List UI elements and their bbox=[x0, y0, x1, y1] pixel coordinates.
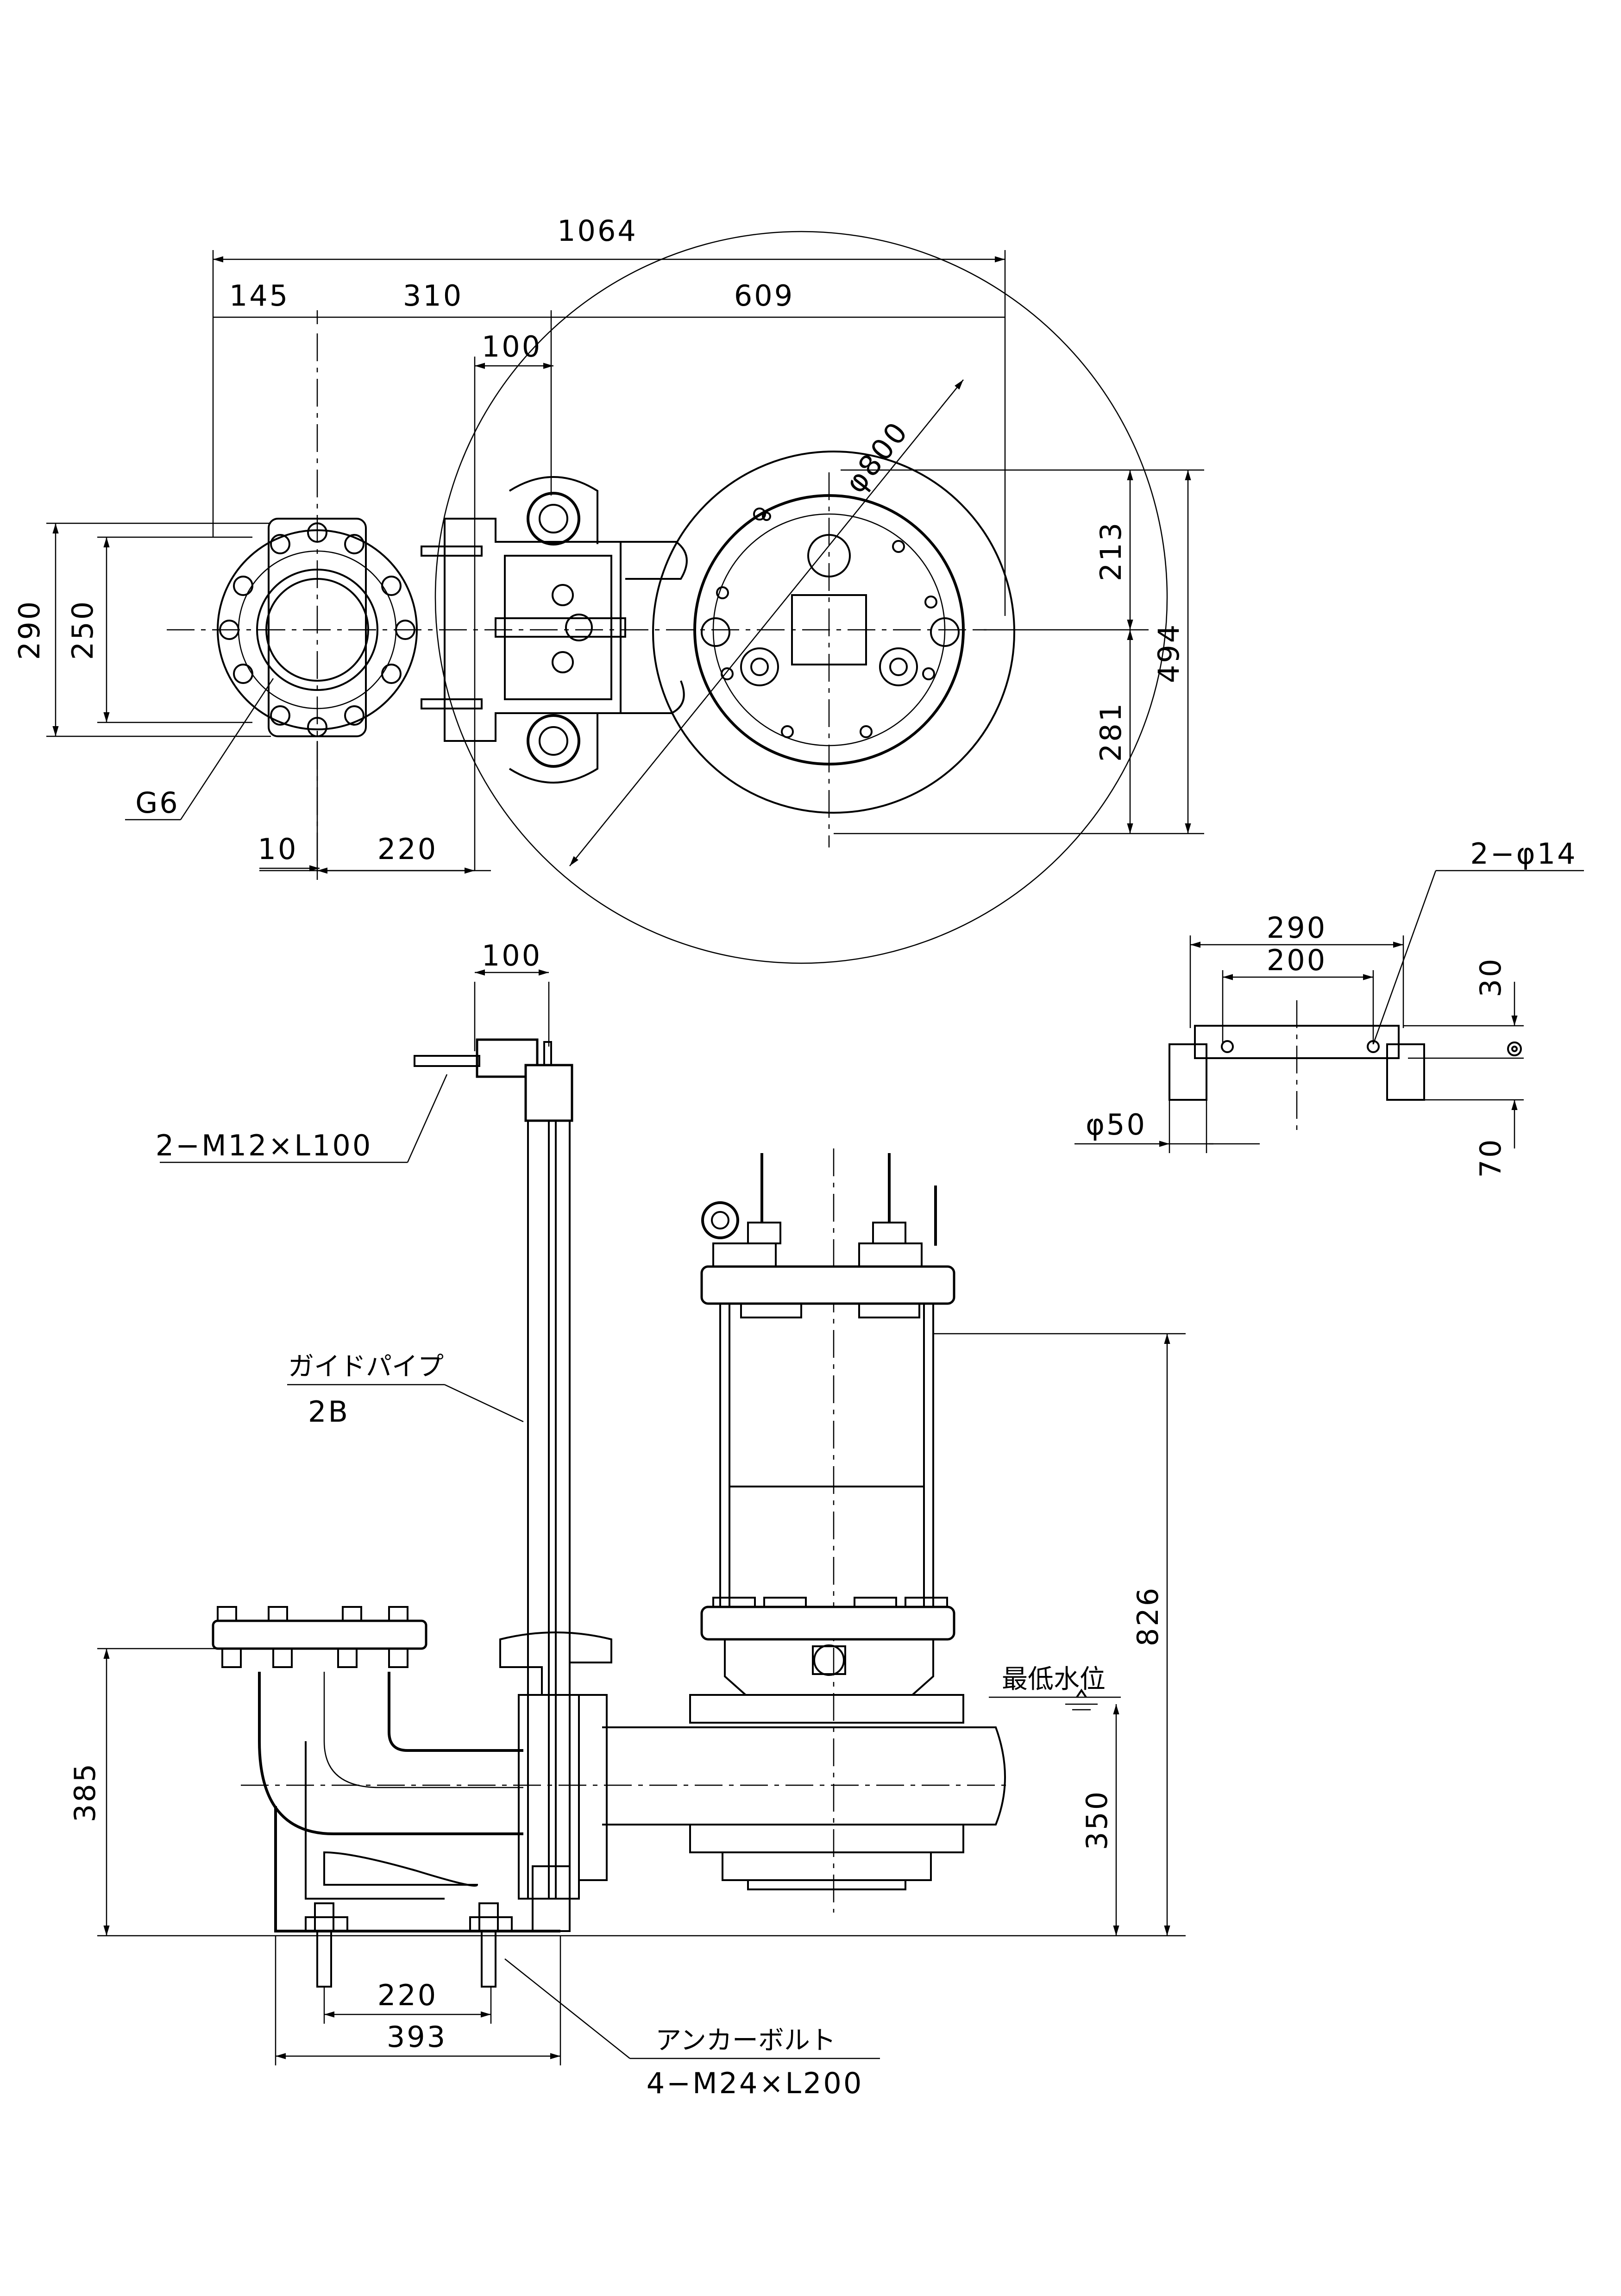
top-bolt-spec: 2−M12×L100 bbox=[156, 1129, 373, 1162]
guide-pipe-size: 2B bbox=[308, 1395, 350, 1429]
plan-dimensions bbox=[46, 250, 1204, 880]
anchor-label: アンカーボルト bbox=[655, 2026, 836, 2056]
discharge-top-flange bbox=[212, 1619, 427, 1650]
anchor-bolts bbox=[305, 1902, 513, 1988]
water-level-height: 350 bbox=[1080, 1790, 1114, 1850]
side-guide-width: 100 bbox=[482, 939, 542, 972]
motor-mid-flange bbox=[700, 1606, 955, 1641]
dim-flange-offset: 145 bbox=[229, 279, 289, 313]
flange-label: G6 bbox=[135, 786, 180, 820]
discharge-flange-face bbox=[217, 529, 418, 730]
bearing-housing bbox=[724, 1638, 934, 1696]
detail-dim-height-top: 30 bbox=[1474, 957, 1508, 997]
dim-upper: 213 bbox=[1094, 521, 1128, 581]
dim-flange-od: 290 bbox=[13, 600, 46, 660]
motor-casing bbox=[719, 1303, 934, 1608]
dim-total: 494 bbox=[1152, 623, 1186, 683]
detail-view: 2−φ14 290 200 30 70 φ50 bbox=[1074, 837, 1584, 1178]
detail-dim-height-bottom: 70 bbox=[1474, 1138, 1508, 1178]
dim-rail-to-pump: 609 bbox=[734, 279, 794, 313]
guide-pipe-label: ガイドパイプ bbox=[288, 1352, 444, 1382]
anchor-spec: 4−M24×L200 bbox=[647, 2066, 864, 2100]
anchor-spacing: 220 bbox=[377, 1978, 438, 2012]
dim-lower: 281 bbox=[1094, 702, 1128, 762]
pump-motor-outline bbox=[652, 451, 1015, 814]
dim-bracket: 220 bbox=[377, 832, 438, 866]
lifting-eye bbox=[701, 1201, 739, 1239]
cover-bolts bbox=[716, 508, 937, 738]
flange-bolt-holes bbox=[219, 522, 415, 737]
guide-claw bbox=[499, 1631, 612, 1696]
dim-guide-width: 100 bbox=[482, 330, 542, 364]
dim-flange-to-rail: 310 bbox=[403, 279, 463, 313]
guide-pipe-upper bbox=[527, 492, 580, 546]
motor-top-cover bbox=[700, 1265, 955, 1305]
detail-bolt-holes: 2−φ14 bbox=[1470, 837, 1577, 871]
discharge-height: 385 bbox=[68, 1762, 102, 1822]
detail-dim-outer: 290 bbox=[1267, 911, 1327, 945]
discharge-elbow bbox=[258, 1672, 523, 1835]
base-stand bbox=[274, 1806, 560, 1932]
dim-overall-width: 1064 bbox=[557, 214, 638, 248]
detail-pipe-dia: φ50 bbox=[1086, 1108, 1147, 1142]
plan-view: 1064 145 310 609 100 290 250 G6 10 220 φ… bbox=[13, 214, 1204, 964]
volute-casing bbox=[689, 1694, 964, 1724]
total-height: 826 bbox=[1131, 1586, 1165, 1646]
guide-pipe-lower bbox=[527, 714, 580, 768]
pit-circle bbox=[434, 231, 1168, 964]
base-width: 393 bbox=[387, 2020, 447, 2054]
min-water-level-label: 最低水位 bbox=[1002, 1664, 1106, 1694]
dim-bolt-circle: 250 bbox=[66, 600, 100, 660]
side-view: 100 2−M12×L100 ガイドパイプ 2B 826 最低水位 350 38… bbox=[68, 939, 1186, 2100]
detail-dim-inner: 200 bbox=[1267, 943, 1327, 977]
dim-small-offset: 10 bbox=[258, 832, 298, 866]
